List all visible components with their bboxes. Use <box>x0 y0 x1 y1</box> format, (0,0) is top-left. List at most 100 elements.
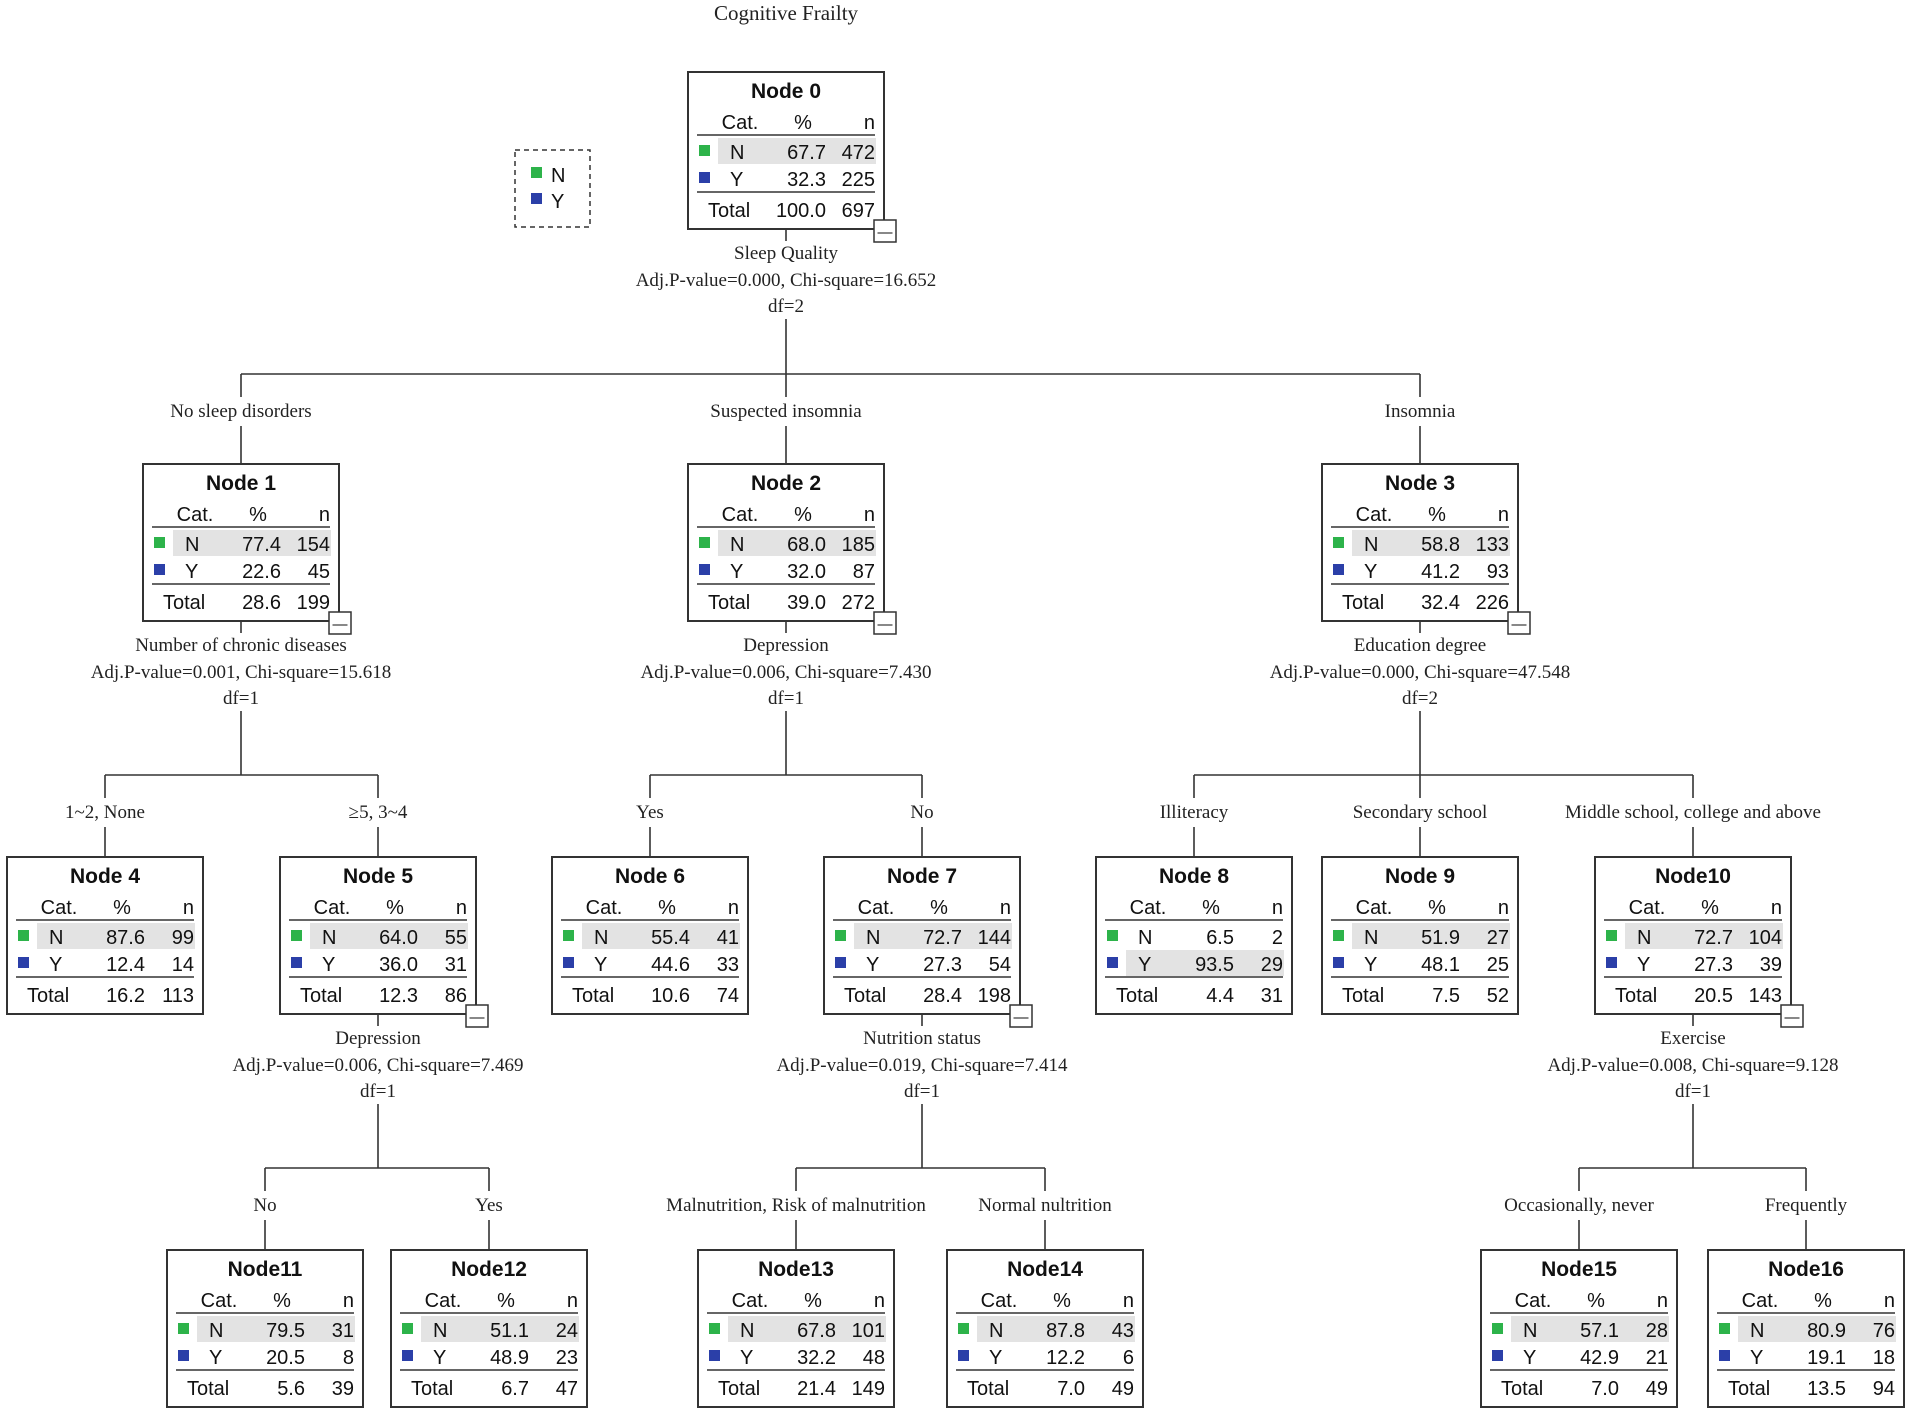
col-header-pct: % <box>1428 897 1446 919</box>
row-pct: 41.2 <box>1421 561 1460 583</box>
col-header-pct: % <box>1202 897 1220 919</box>
majority-band <box>1511 1316 1669 1342</box>
row-label-total: Total <box>1342 985 1384 1007</box>
row-pct: 87.6 <box>106 927 145 949</box>
branch-label: Frequently <box>1765 1195 1848 1216</box>
row-n: 48 <box>863 1347 885 1369</box>
split-statistics: Adj.P-value=0.000, Chi-square=47.548 <box>1270 662 1571 683</box>
category-swatch-n <box>1606 930 1617 941</box>
split-statistics: Adj.P-value=0.000, Chi-square=16.652 <box>636 270 937 291</box>
split-variable: Number of chronic diseases <box>135 635 347 656</box>
row-label-n: N <box>322 927 336 949</box>
category-swatch-y <box>154 564 165 575</box>
total-pct: 32.4 <box>1421 592 1460 614</box>
row-n: 24 <box>556 1320 578 1342</box>
row-pct: 67.7 <box>787 142 826 164</box>
row-label-total: Total <box>844 985 886 1007</box>
category-swatch-y <box>1107 957 1118 968</box>
collapse-toggle[interactable]: — <box>1507 611 1531 635</box>
total-pct: 4.4 <box>1206 985 1234 1007</box>
row-label-total: Total <box>411 1378 453 1400</box>
col-header-cat: Cat. <box>858 897 895 919</box>
col-header-pct: % <box>386 897 404 919</box>
row-label-n: N <box>1364 927 1378 949</box>
split-variable: Depression <box>335 1028 421 1049</box>
row-n: 144 <box>978 927 1011 949</box>
row-n: 185 <box>842 534 875 556</box>
col-header-cat: Cat. <box>586 897 623 919</box>
total-pct: 20.5 <box>1694 985 1733 1007</box>
branch-label: Malnutrition, Risk of malnutrition <box>666 1195 926 1216</box>
collapse-toggle[interactable]: — <box>328 611 352 635</box>
category-swatch-n <box>1333 537 1344 548</box>
col-header-n: n <box>1884 1290 1895 1312</box>
branch-label: Middle school, college and above <box>1565 802 1821 823</box>
legend-swatch-n <box>531 167 542 178</box>
collapse-icon: — <box>1785 1009 1800 1026</box>
col-header-n: n <box>864 504 875 526</box>
diagram-title: Cognitive Frailty <box>714 1 859 25</box>
col-header-n: n <box>319 504 330 526</box>
total-n: 697 <box>842 200 875 222</box>
majority-band <box>718 138 876 164</box>
row-pct: 32.0 <box>787 561 826 583</box>
row-label-y: Y <box>1750 1347 1763 1369</box>
row-n: 45 <box>308 561 330 583</box>
row-n: 39 <box>1760 954 1782 976</box>
majority-band <box>197 1316 355 1342</box>
row-label-total: Total <box>187 1378 229 1400</box>
category-swatch-y <box>178 1350 189 1361</box>
node-title: Node11 <box>228 1258 303 1281</box>
majority-band <box>173 530 331 556</box>
row-n: 28 <box>1646 1320 1668 1342</box>
row-pct: 12.4 <box>106 954 145 976</box>
node-title: Node 1 <box>206 472 276 495</box>
row-n: 14 <box>172 954 194 976</box>
row-label-y: Y <box>594 954 607 976</box>
legend: N Y <box>514 149 591 228</box>
majority-band <box>1625 923 1783 949</box>
collapse-toggle[interactable]: — <box>1009 1004 1033 1028</box>
row-label-total: Total <box>1501 1378 1543 1400</box>
row-n: 154 <box>297 534 330 556</box>
col-header-cat: Cat. <box>1356 504 1393 526</box>
row-pct: 27.3 <box>923 954 962 976</box>
collapse-toggle[interactable]: — <box>873 219 897 243</box>
collapse-frame <box>328 611 352 635</box>
row-label-total: Total <box>572 985 614 1007</box>
col-header-n: n <box>1272 897 1283 919</box>
row-n: 43 <box>1112 1320 1134 1342</box>
col-header-n: n <box>567 1290 578 1312</box>
node-title: Node 2 <box>751 472 821 495</box>
collapse-toggle[interactable]: — <box>873 611 897 635</box>
category-swatch-n <box>563 930 574 941</box>
col-header-pct: % <box>794 112 812 134</box>
total-pct: 7.0 <box>1057 1378 1085 1400</box>
row-pct: 36.0 <box>379 954 418 976</box>
collapse-toggle[interactable]: — <box>465 1004 489 1028</box>
branch-label: Secondary school <box>1353 802 1488 823</box>
col-header-pct: % <box>930 897 948 919</box>
total-n: 39 <box>332 1378 354 1400</box>
node-title: Node16 <box>1768 1258 1844 1281</box>
majority-band <box>1352 923 1510 949</box>
category-swatch-n <box>1719 1323 1730 1334</box>
col-header-pct: % <box>113 897 131 919</box>
total-n: 49 <box>1646 1378 1668 1400</box>
category-swatch-y <box>699 172 710 183</box>
collapse-toggle[interactable]: — <box>1780 1004 1804 1028</box>
row-pct: 44.6 <box>651 954 690 976</box>
col-header-pct: % <box>273 1290 291 1312</box>
branch-label: Normal nultrition <box>978 1195 1112 1216</box>
branch-label: Yes <box>636 802 664 823</box>
total-n: 198 <box>978 985 1011 1007</box>
collapse-icon: — <box>1512 616 1527 633</box>
split-variable: Sleep Quality <box>734 243 838 264</box>
total-pct: 6.7 <box>501 1378 529 1400</box>
row-label-y: Y <box>866 954 879 976</box>
node-title: Node12 <box>451 1258 527 1281</box>
col-header-n: n <box>864 112 875 134</box>
